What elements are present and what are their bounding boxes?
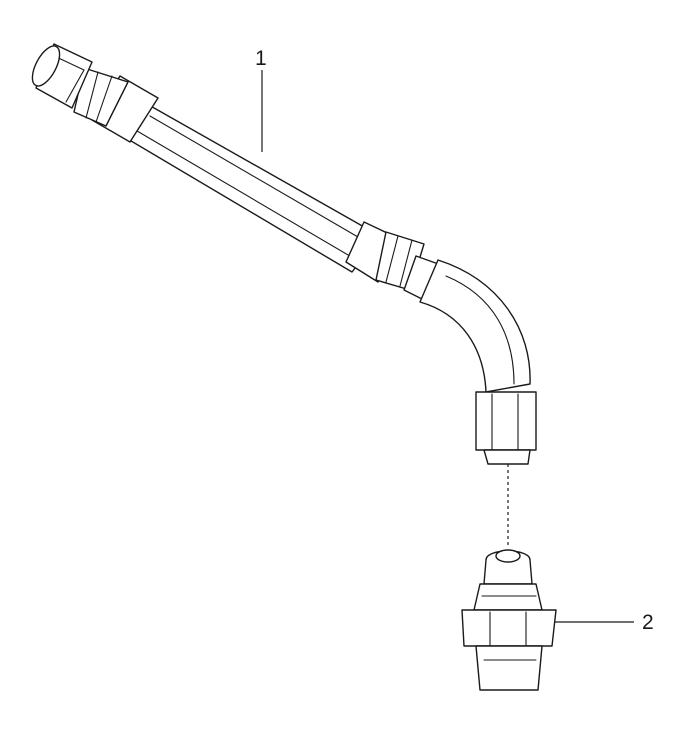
callout-1: 1 [255,47,267,70]
hose-bend [419,259,531,393]
hose-assembly [31,43,537,465]
hose-straight-section [115,99,381,273]
hose-lower-end-nut [475,391,537,465]
adapter-fitting [461,549,557,691]
hose-left-end-fitting [31,43,159,143]
callout-2: 2 [642,611,654,634]
